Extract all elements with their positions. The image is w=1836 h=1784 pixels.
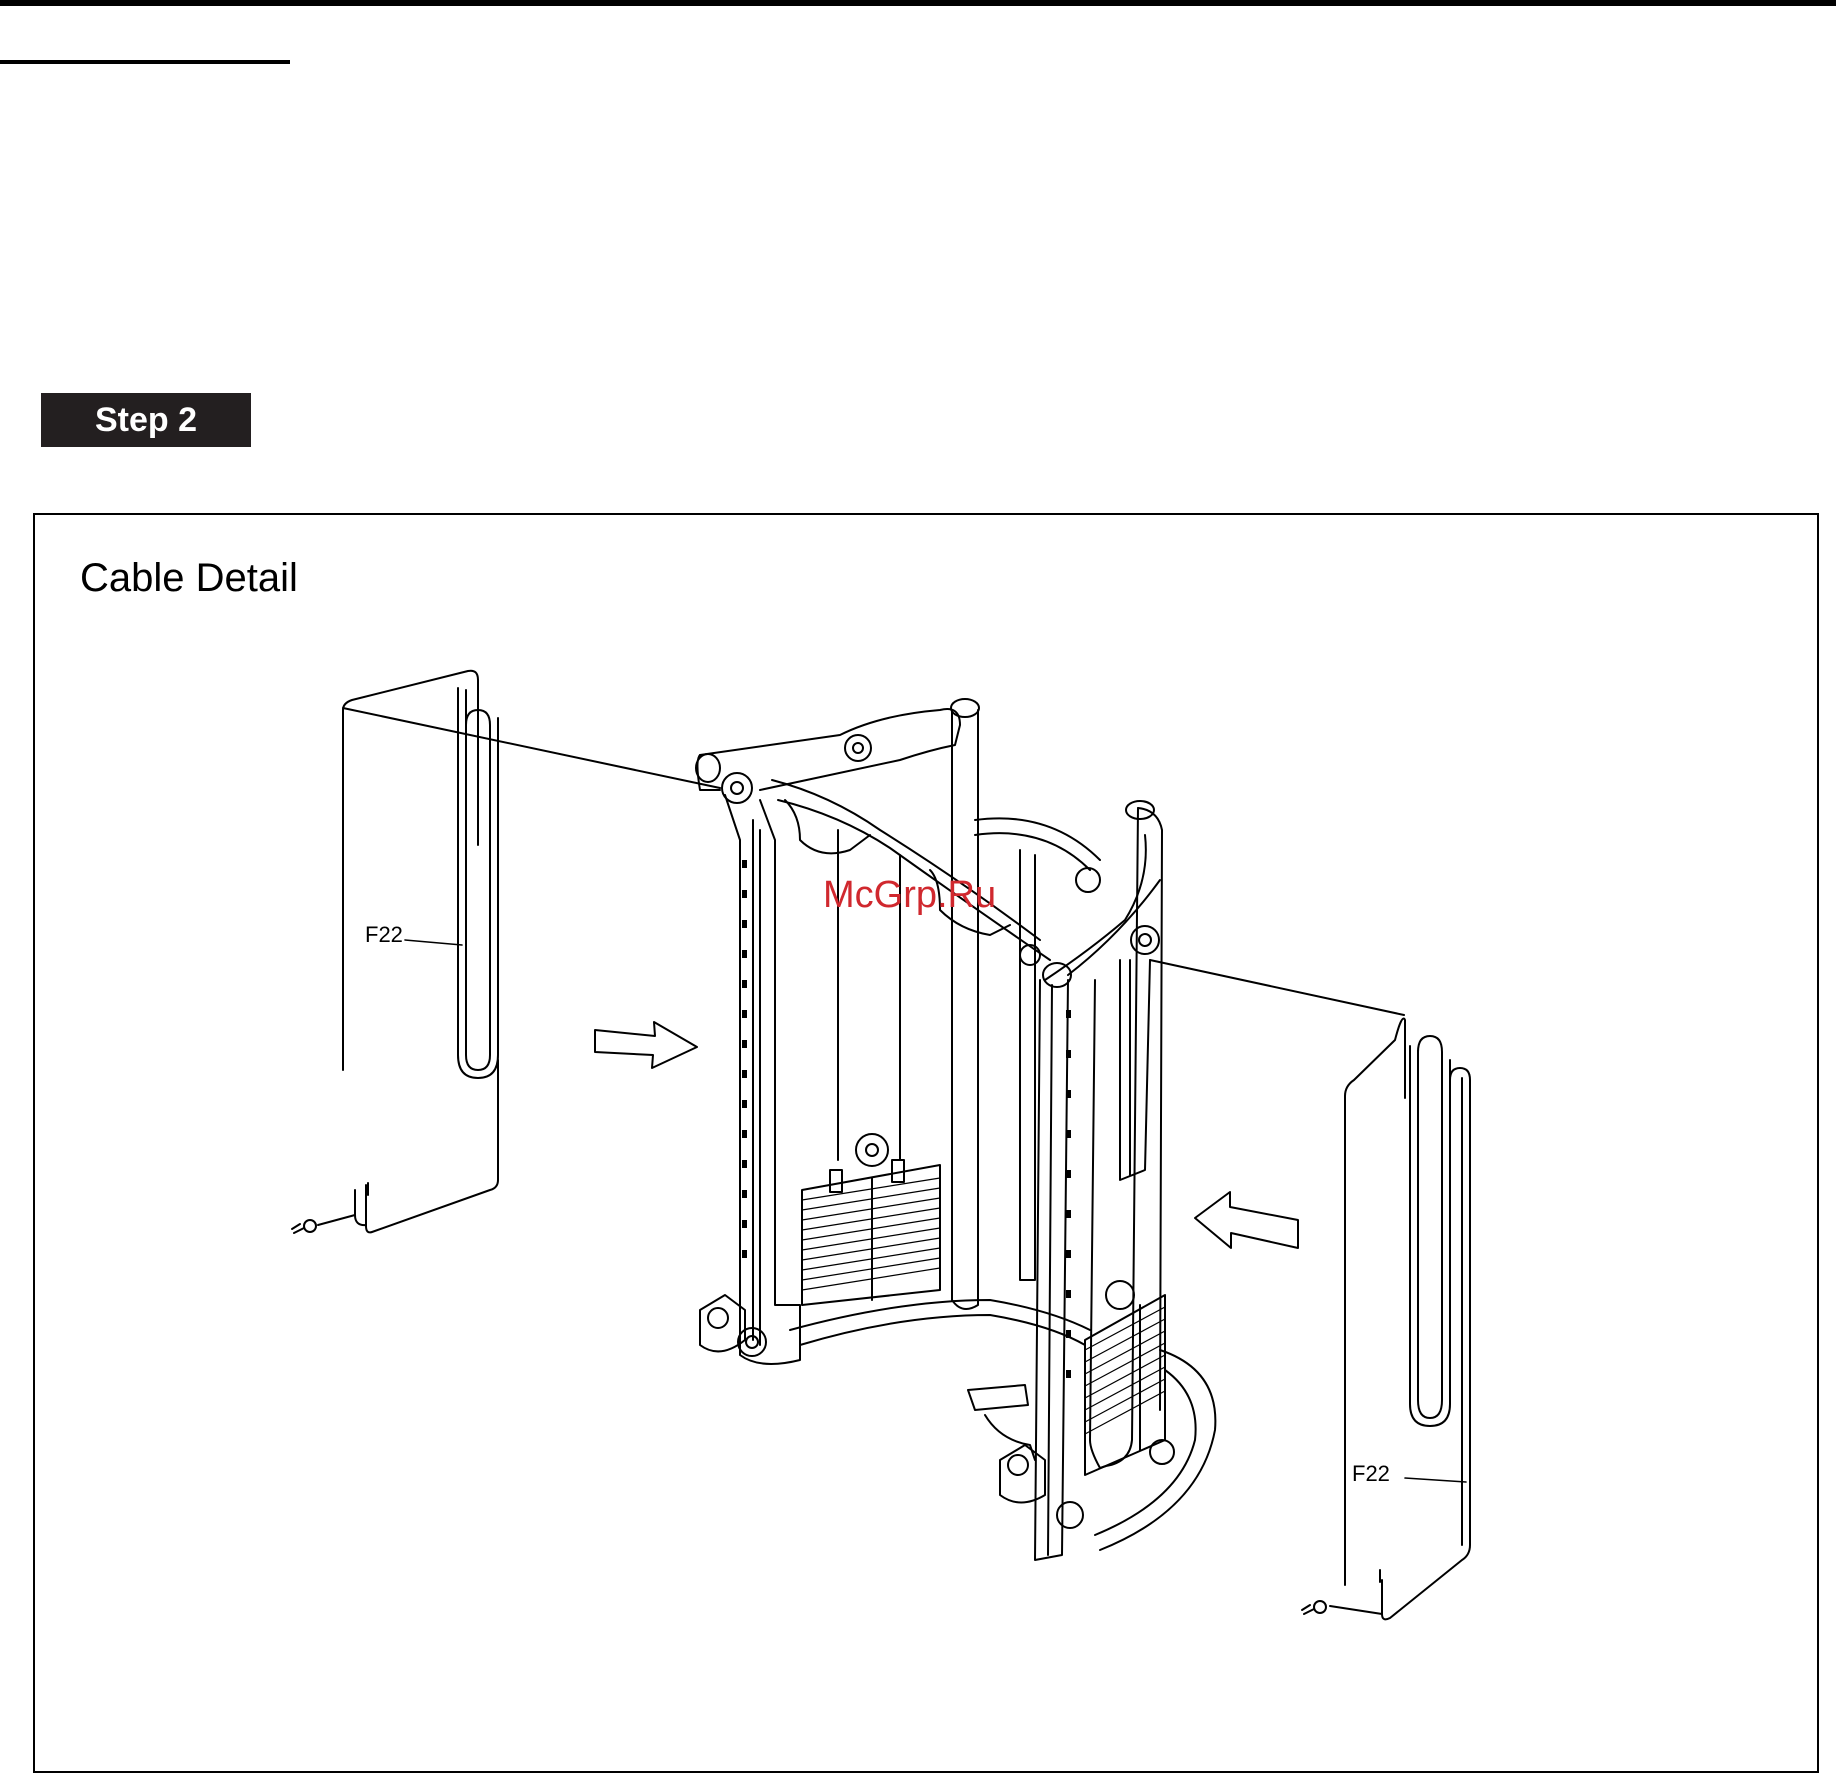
adjustment-holes-left (742, 860, 747, 1258)
cable-machine-frame (696, 699, 1215, 1560)
leader-line-right (1405, 1478, 1466, 1482)
leader-line-left (405, 940, 462, 945)
part-label-left: F22 (365, 922, 403, 947)
part-label-right: F22 (1352, 1461, 1390, 1486)
watermark: McGrp.Ru (823, 874, 996, 916)
cable-ball-end-icon (292, 1220, 316, 1233)
arrow-left-icon (1195, 1192, 1298, 1248)
right-cable-drawing (1150, 960, 1470, 1619)
left-cable-drawing (318, 671, 720, 1233)
arrow-right-icon (595, 1022, 697, 1068)
cable-ball-end-icon (1302, 1601, 1326, 1614)
